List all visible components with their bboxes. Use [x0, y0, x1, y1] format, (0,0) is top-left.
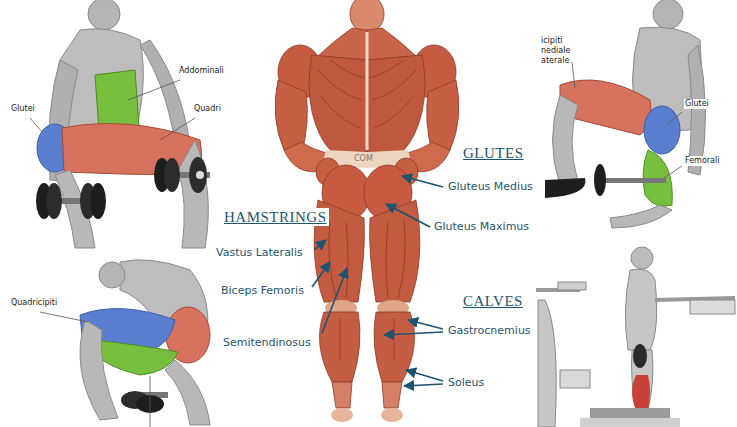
muscle-label: Gluteus Maximus: [433, 220, 530, 233]
muscle-label: Gastrocnemius: [447, 324, 532, 337]
muscle-label: Femorali: [684, 156, 720, 166]
muscle-label: icipiti: [540, 36, 564, 46]
leader-line: [150, 376, 151, 427]
leader-arrows: [312, 176, 443, 386]
muscle-label: aterale: [540, 56, 570, 66]
muscle-label: Soleus: [447, 376, 485, 389]
muscle-label: Addominali: [178, 66, 225, 76]
muscle-label: Biceps Femoris: [220, 284, 305, 297]
section-heading: HAMSTRINGS: [222, 208, 329, 226]
section-heading: GLUTES: [461, 144, 526, 162]
muscle-label: Semitendinosus: [222, 336, 312, 349]
muscle-label: Quadricipiti: [10, 298, 58, 308]
squat-figure: [36, 0, 210, 248]
calf-raise-figures: [536, 240, 737, 427]
muscle-label: Glutei: [684, 99, 710, 109]
muscle-label: Vastus Lateralis: [215, 246, 304, 259]
section-heading: CALVES: [461, 292, 525, 310]
muscle-label: Glutei: [10, 104, 36, 114]
lunge-figure: [545, 0, 706, 228]
leader-lines: [572, 62, 682, 178]
muscle-label: nediale: [540, 46, 571, 56]
muscle-label: Quadri: [193, 104, 222, 114]
deadlift-figure: [80, 260, 210, 425]
leader-line: [40, 312, 88, 322]
muscle-label: Gluteus Medius: [447, 180, 534, 193]
watermark: COM: [354, 154, 373, 164]
leader-lines: [30, 80, 195, 140]
